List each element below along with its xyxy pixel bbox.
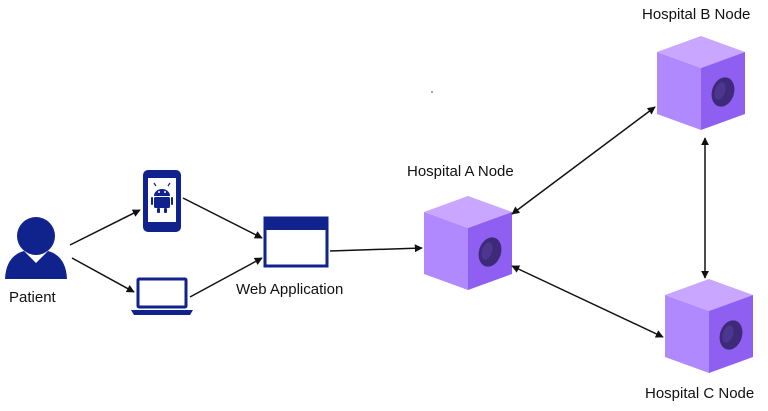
web-application-label: Web Application [236, 281, 344, 298]
hospital-b-node-label: Hospital B Node [642, 6, 751, 23]
hospital-a-node-label: Hospital A Node [407, 163, 514, 180]
stray-dot [431, 91, 433, 93]
hospital-a-node-icon [424, 196, 512, 290]
hospital-b-node-icon [657, 36, 745, 130]
hospital-c-node-label: Hospital C Node [645, 385, 755, 402]
web-application-icon [263, 216, 329, 268]
arrow-mobile-to-web-app [182, 197, 263, 239]
arrow-patient-to-mobile [69, 209, 141, 246]
arrow-patient-to-laptop [71, 257, 135, 293]
link-hospital-a-hospital-c [511, 265, 664, 338]
patient-label: Patient [9, 289, 56, 306]
arrow-web-app-to-hospital-a [329, 244, 423, 253]
link-hospital-a-hospital-b [511, 106, 656, 215]
mobile-phone-icon [143, 170, 181, 232]
laptop-icon [131, 277, 193, 315]
arrow-laptop-to-web-app [189, 257, 263, 298]
patient-icon [5, 217, 67, 279]
hospital-c-node-icon [665, 279, 753, 373]
